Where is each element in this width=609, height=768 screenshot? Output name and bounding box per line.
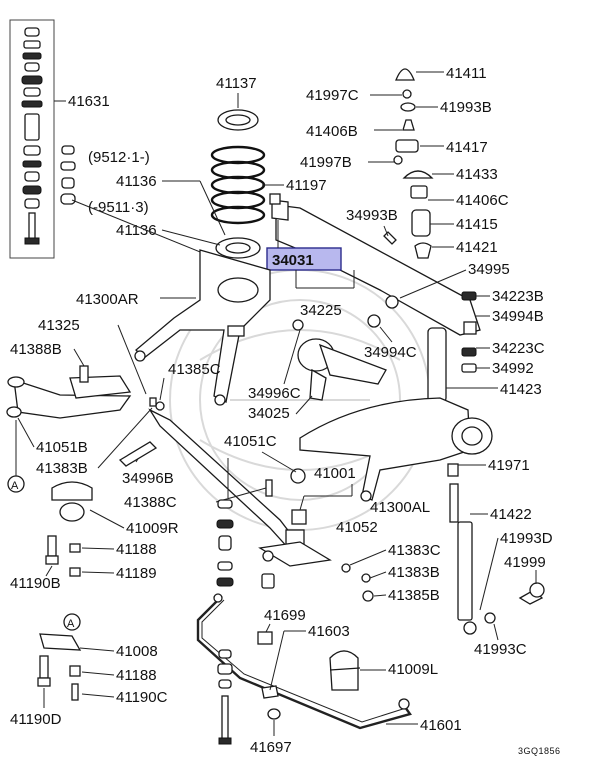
part-label-34994c[interactable]: 34994C bbox=[364, 344, 417, 361]
part-label-41423[interactable]: 41423 bbox=[500, 381, 542, 398]
mount-bracket bbox=[297, 338, 387, 401]
part-label-34223c[interactable]: 34223C bbox=[492, 340, 545, 357]
part-label-41411[interactable]: 41411 bbox=[446, 65, 487, 82]
part-label-41999[interactable]: 41999 bbox=[504, 554, 546, 571]
part-label-41136-b[interactable]: 41136 bbox=[116, 222, 157, 239]
part-label-41001[interactable]: 41001 bbox=[314, 465, 356, 482]
part-label-41406b[interactable]: 41406B bbox=[306, 123, 358, 140]
part-label-41415[interactable]: 41415 bbox=[456, 216, 498, 233]
callout-a2-label: A bbox=[67, 618, 75, 630]
part-label-41009l[interactable]: 41009L bbox=[388, 661, 438, 678]
part-label-41008[interactable]: 41008 bbox=[116, 643, 158, 660]
shock-absorber bbox=[427, 327, 545, 635]
date-range-new: (9512·1-) bbox=[88, 149, 150, 166]
part-label-41051c[interactable]: 41051C bbox=[224, 433, 277, 450]
part-label-41971[interactable]: 41971 bbox=[488, 457, 530, 474]
part-label-34996c[interactable]: 34996C bbox=[248, 385, 301, 402]
part-label-34995[interactable]: 34995 bbox=[468, 261, 510, 278]
bracket-41009l bbox=[329, 650, 361, 691]
part-label-41188-a[interactable]: 41188 bbox=[116, 541, 157, 558]
trailing-arm-left bbox=[299, 397, 493, 502]
part-label-41197[interactable]: 41197 bbox=[286, 177, 327, 194]
part-label-41190d[interactable]: 41190D bbox=[10, 711, 62, 728]
part-label-41997b[interactable]: 41997B bbox=[300, 154, 352, 171]
part-label-41300ar[interactable]: 41300AR bbox=[76, 291, 139, 308]
part-label-41009r[interactable]: 41009R bbox=[126, 520, 179, 537]
part-label-34225[interactable]: 34225 bbox=[300, 302, 342, 319]
drawing-code: 3GQ1856 bbox=[518, 746, 561, 756]
part-label-41388c[interactable]: 41388C bbox=[124, 494, 177, 511]
part-label-41993b[interactable]: 41993B bbox=[440, 99, 492, 116]
date-range-old: (-9511·3) bbox=[88, 199, 149, 216]
part-label-41189[interactable]: 41189 bbox=[116, 565, 157, 582]
part-label-41603[interactable]: 41603 bbox=[308, 623, 350, 640]
part-label-34031[interactable]: 34031 bbox=[272, 252, 314, 269]
part-label-41052[interactable]: 41052 bbox=[336, 519, 378, 536]
part-label-41385c[interactable]: 41385C bbox=[168, 361, 221, 378]
part-label-34025[interactable]: 34025 bbox=[248, 405, 290, 422]
part-label-41051b[interactable]: 41051B bbox=[36, 439, 88, 456]
part-label-41190c[interactable]: 41190C bbox=[116, 689, 168, 706]
part-label-41325[interactable]: 41325 bbox=[38, 317, 80, 334]
part-label-41136-a[interactable]: 41136 bbox=[116, 173, 157, 190]
part-label-41300al[interactable]: 41300AL bbox=[370, 499, 430, 516]
part-label-34993b[interactable]: 34993B bbox=[346, 207, 398, 224]
part-label-41383b[interactable]: 41383B bbox=[36, 460, 88, 477]
part-label-41699[interactable]: 41699 bbox=[264, 607, 306, 624]
small-bushings bbox=[60, 145, 76, 205]
strut-mount-stack bbox=[393, 68, 434, 259]
coil-spring-assembly bbox=[210, 109, 266, 259]
part-label-41137[interactable]: 41137 bbox=[216, 75, 257, 92]
part-label-41388b[interactable]: 41388B bbox=[10, 341, 62, 358]
part-label-41385b[interactable]: 41385B bbox=[388, 587, 440, 604]
center-link-stack bbox=[216, 499, 234, 745]
part-label-41993c[interactable]: 41993C bbox=[474, 641, 527, 658]
part-label-41601[interactable]: 41601 bbox=[420, 717, 462, 734]
part-label-34223b[interactable]: 34223B bbox=[492, 288, 544, 305]
part-label-41997c[interactable]: 41997C bbox=[306, 87, 359, 104]
part-label-41433[interactable]: 41433 bbox=[456, 166, 498, 183]
part-label-34994b[interactable]: 34994B bbox=[492, 308, 544, 325]
callout-a-label: A bbox=[11, 480, 19, 492]
part-label-41422[interactable]: 41422 bbox=[490, 506, 532, 523]
part-label-41993d[interactable]: 41993D bbox=[500, 530, 553, 547]
lateral-links bbox=[148, 408, 374, 602]
part-label-34996b[interactable]: 34996B bbox=[122, 470, 174, 487]
part-label-41188-b[interactable]: 41188 bbox=[116, 667, 157, 684]
highlight-box bbox=[266, 247, 342, 271]
lower-arm bbox=[6, 365, 165, 419]
part-label-41190b[interactable]: 41190B bbox=[10, 575, 61, 592]
part-label-41421[interactable]: 41421 bbox=[456, 239, 498, 256]
part-label-41383c[interactable]: 41383C bbox=[388, 542, 441, 559]
bushing-kit-group bbox=[9, 19, 66, 259]
part-label-34992[interactable]: 34992 bbox=[492, 360, 534, 377]
part-label-41697[interactable]: 41697 bbox=[250, 739, 292, 756]
trailing-arm-right bbox=[134, 249, 271, 406]
bolt-set-upper bbox=[45, 535, 81, 577]
bump-stop-mount bbox=[51, 481, 93, 522]
part-label-41631[interactable]: 41631 bbox=[68, 93, 110, 110]
part-label-41383b-b[interactable]: 41383B bbox=[388, 564, 440, 581]
part-label-41406c[interactable]: 41406C bbox=[456, 192, 509, 209]
part-label-41417[interactable]: 41417 bbox=[446, 139, 488, 156]
bolt-set-lower bbox=[37, 633, 82, 701]
callout-a2-circle bbox=[63, 613, 81, 631]
